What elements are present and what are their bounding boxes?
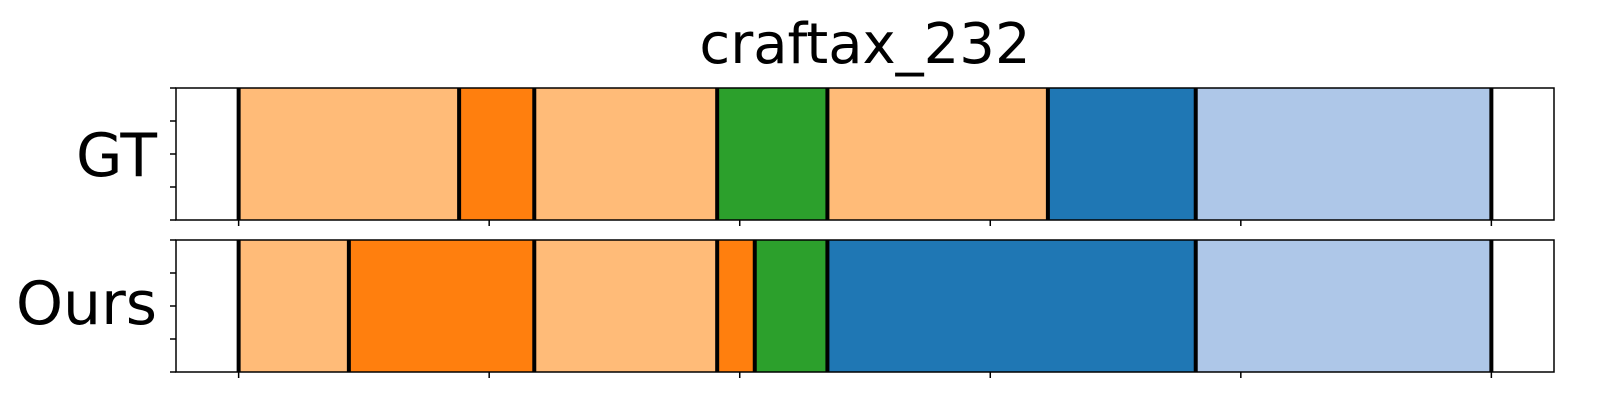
row-label-ours: Ours	[16, 269, 157, 339]
segment-ours-4	[754, 240, 828, 372]
row-label-gt: GT	[76, 121, 157, 191]
segment-gt-2	[534, 88, 718, 220]
segment-ours-2	[534, 240, 718, 372]
segment-ours-0	[238, 240, 349, 372]
segment-gt-0	[238, 88, 460, 220]
chart-title: craftax_232	[699, 12, 1030, 77]
segment-gt-1	[459, 88, 535, 220]
segment-ours-1	[348, 240, 535, 372]
segment-gt-4	[827, 88, 1048, 220]
segment-ours-5	[827, 240, 1196, 372]
segment-gt-6	[1195, 88, 1492, 220]
segment-ours-3	[717, 240, 755, 372]
segment-gt-5	[1047, 88, 1196, 220]
segment-ours-6	[1195, 240, 1492, 372]
segment-gt-3	[717, 88, 828, 220]
